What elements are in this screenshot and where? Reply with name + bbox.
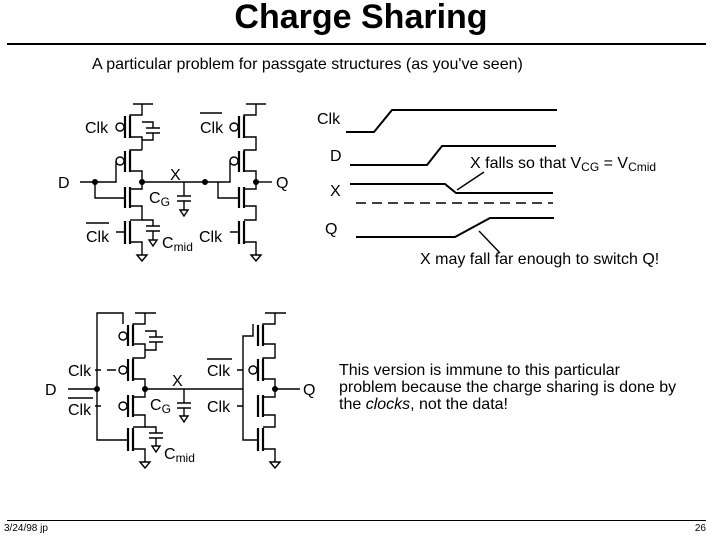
explanation-part2: , not the data! [410,396,508,413]
top-clk-label-right: Clk [199,229,223,246]
q-waveform [356,217,554,238]
top-clk-label-left: Clk [85,120,109,137]
bottom-clkbar-label-left: Clk [68,402,92,419]
clk-waveform [346,109,557,133]
bottom-cmid-label: Cmid [164,446,195,465]
bottom-x-label: X [172,373,183,390]
bottom-clk-label-left: Clk [68,363,92,380]
slide-title: Charge Sharing [234,0,488,36]
annotation2-pointer [478,230,501,254]
x-waveform [350,183,553,194]
explanation-emphasis: clocks [365,396,411,413]
top-cmid-label: Cmid [162,235,193,254]
wave-d-label: D [330,148,342,165]
annotation2: X may fall far enough to switch Q! [420,251,659,268]
bottom-circuit: Clk Clk D X Q CG Clk Clk Cmid [45,312,315,470]
explanation-part1: This version is immune to this particula… [339,362,677,413]
annotation1: X falls so that VCG = VCmid [470,155,656,174]
footer-rule [7,520,706,521]
top-clkbar-label-left: Clk [86,229,110,246]
bottom-q-label: Q [303,382,315,399]
waveforms: Clk D X Q X falls so that VCG = VCmid X … [317,109,659,268]
page-number: 26 [694,523,706,534]
wave-x-label: X [330,183,341,200]
wave-clk-label: Clk [317,111,341,128]
bottom-d-label: D [45,382,57,399]
d-waveform [350,145,556,166]
bottom-cg-label: CG [150,397,171,416]
annotation1-pointer [456,171,485,191]
wave-q-label: Q [325,221,337,238]
title-rule [7,43,706,45]
top-clkbar-label-right: Clk [200,120,224,137]
bottom-clkbar-label-right: Clk [207,363,231,380]
top-circuit: Clk Clk D X Q CG Clk Cmid Clk [58,103,288,263]
top-x-label: X [170,167,181,184]
footer-date: 3/24/98 jp [4,523,48,534]
top-d-label: D [58,175,70,192]
slide-subtitle: A particular problem for passgate struct… [92,56,523,73]
bottom-clk-label-right: Clk [207,399,231,416]
explanation-text: This version is immune to this particula… [339,362,679,413]
top-cg-label: CG [149,190,170,209]
top-q-label: Q [276,175,288,192]
